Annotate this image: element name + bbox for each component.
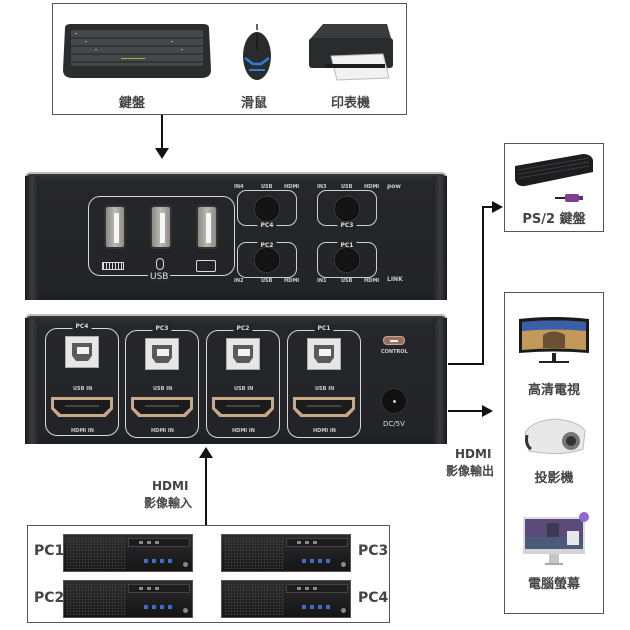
peripheral-label-keyboard: 鍵盤 [119,96,146,111]
printer-icon [196,260,216,272]
usb-in-label: USB IN [153,386,173,392]
hdmi-in-port-pc4[interactable] [51,397,113,417]
led-label: IN1 [317,278,327,284]
connector-line [448,363,484,365]
arrow-right-icon [492,201,503,213]
peripheral-label-mouse: 滑鼠 [241,96,268,111]
control-label: CONTROL [381,349,408,355]
pc-label-pc1: PC1 [34,543,65,559]
connector-line [448,410,484,412]
led-label: IN2 [234,278,244,284]
computer-pc1 [63,534,193,572]
hdmi-in-port-pc3[interactable] [131,397,193,417]
hdmi-in-label: HDMI IN [313,428,336,434]
outputs-box: 高清電視 投影機 電腦螢幕 [504,292,604,614]
hdmi-in-label-line1: HDMI [152,479,189,493]
usb-port-printer[interactable] [196,205,218,249]
led-label: HDMI [364,278,380,284]
projector-icon [521,417,589,459]
usb-in-label: USB IN [73,386,93,392]
switch-label-pc3: PC3 [337,222,357,229]
keyboard-icon [102,262,124,270]
led-label: HDMI [284,278,300,284]
arrow-right-icon [482,405,493,417]
usb-group-label: USB [148,272,171,282]
switch-label-pc2: PC2 [257,242,277,249]
monitor-icon [521,511,591,567]
link-label: LINK [387,276,403,283]
output-label-tv: 高清電視 [527,383,580,398]
input-group-pc3: PC3 [125,325,199,438]
pc-label-pc2: PC2 [34,590,65,606]
led-label: USB [261,184,273,190]
usb-in-port-pc3[interactable] [145,338,179,370]
peripheral-label-printer: 印表機 [331,96,371,111]
power-jack[interactable] [381,388,407,414]
power-label: DC/5V [383,420,405,428]
hdmi-out-label-line2: 影像輸出 [446,464,495,478]
computer-pc2 [63,580,193,618]
usb-port-mouse[interactable] [150,205,172,249]
usb-in-port-pc4[interactable] [65,336,99,368]
input-group-pc4: PC4 [45,323,119,436]
hdmi-in-label-line2: 影像輸入 [144,496,193,510]
input-group-pc2: PC2 [206,325,280,438]
led-label: HDMI [364,184,380,190]
ps2-label: PS/2 鍵盤 [522,212,586,227]
usb-in-port-pc1[interactable] [307,338,341,370]
kvm-front-panel: USB PC4 IN4 USB HDMI PC3 IN3 USB HDMI po… [25,172,447,300]
ps2-connector-icon [555,194,583,202]
usb-port-keyboard[interactable] [104,205,126,249]
control-port[interactable] [383,336,405,345]
connector-line [161,115,163,151]
switch-label-pc4: PC4 [257,222,277,229]
usb-in-label: USB IN [315,386,335,392]
keyboard-icon [513,152,595,190]
led-label: IN4 [234,184,244,190]
switch-button-pc3[interactable] [335,197,359,221]
hdmi-in-port-pc1[interactable] [293,397,355,417]
computer-pc3 [221,534,351,572]
mouse-icon [156,258,164,270]
led-label: USB [341,278,353,284]
connector-line [205,457,207,525]
usb-in-port-pc2[interactable] [226,338,260,370]
arrow-up-icon [199,447,213,458]
arrow-down-icon [155,148,169,159]
switch-button-pc1[interactable] [335,248,359,272]
keyboard-icon [61,22,213,80]
printer-icon [303,20,399,84]
pow-label: pow [387,183,401,190]
computers-box: PC1 PC3 PC2 PC4 [27,525,390,623]
connector-line [482,206,494,208]
peripherals-box: 鍵盤 滑鼠 印表機 [52,3,407,115]
computer-pc4 [221,580,351,618]
hdmi-in-port-pc2[interactable] [212,397,274,417]
hdmi-in-label: HDMI IN [71,428,94,434]
kvm-rear-panel: PC4 USB IN HDMI IN PC3 USB IN HDMI IN PC… [25,314,447,444]
led-label: HDMI [284,184,300,190]
usb-in-label: USB IN [234,386,254,392]
led-label: USB [261,278,273,284]
pc-label-pc3: PC3 [358,543,389,559]
tv-icon [517,315,591,367]
mouse-icon [239,24,275,82]
led-label: USB [341,184,353,190]
connector-line [482,206,484,365]
switch-button-pc2[interactable] [255,248,279,272]
hdmi-in-label: HDMI IN [151,428,174,434]
ps2-keyboard-box: PS/2 鍵盤 [504,143,604,232]
switch-label-pc1: PC1 [337,242,357,249]
led-label: IN3 [317,184,327,190]
pc-label-pc4: PC4 [358,590,389,606]
output-label-monitor: 電腦螢幕 [527,577,580,592]
hdmi-out-label-line1: HDMI [455,447,492,461]
output-label-projector: 投影機 [534,471,574,486]
hdmi-in-label: HDMI IN [232,428,255,434]
switch-button-pc4[interactable] [255,197,279,221]
input-group-pc1: PC1 [287,325,361,438]
